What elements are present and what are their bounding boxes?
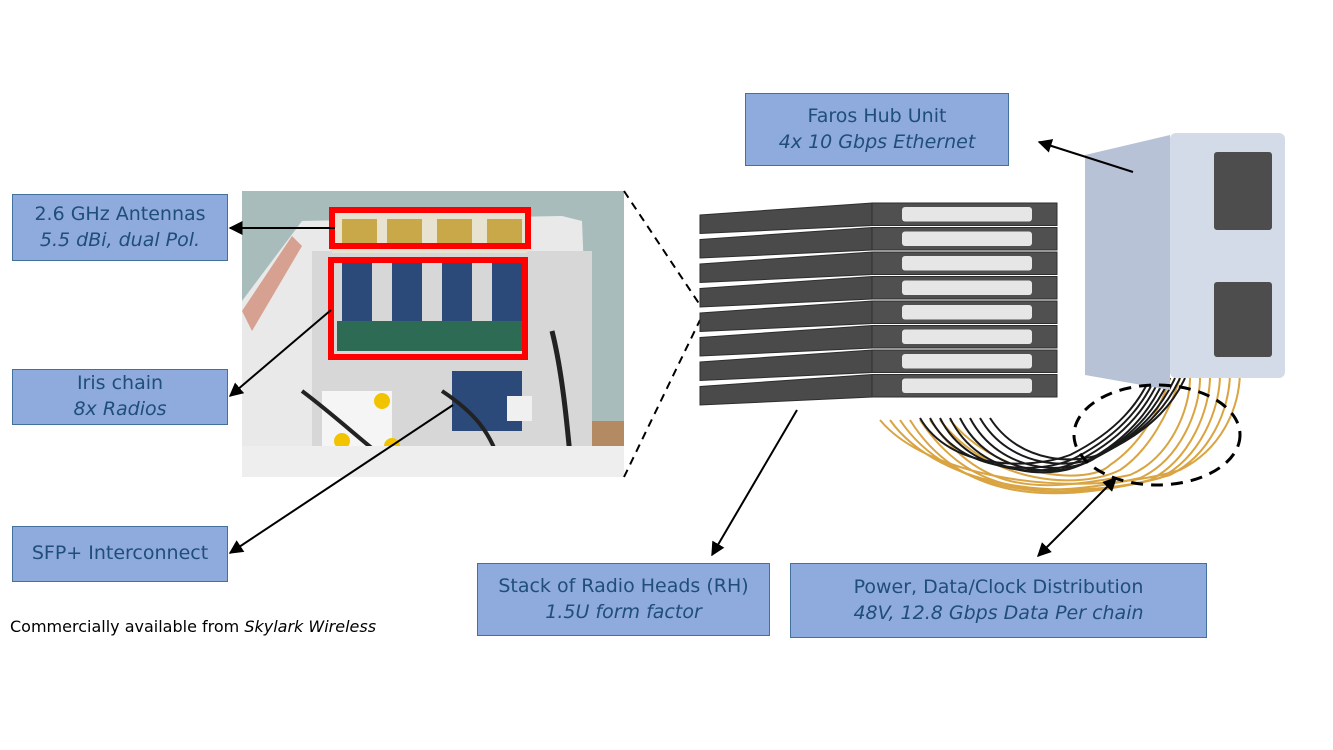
label-iris-chain: Iris chain 8x Radios — [12, 369, 228, 425]
label-antennas-title: 2.6 GHz Antennas — [34, 202, 206, 225]
label-radio-heads-title: Stack of Radio Heads (RH) — [498, 574, 749, 597]
radio-head-unit — [699, 349, 1058, 382]
label-iris-chain-subtitle: 8x Radios — [73, 398, 167, 420]
label-antennas-subtitle: 5.5 dBi, dual Pol. — [39, 228, 201, 251]
radio-head-front-panel — [902, 329, 1032, 344]
label-distribution: Power, Data/Clock Distribution 48V, 12.8… — [790, 563, 1207, 638]
iris-highlight-box — [328, 257, 528, 360]
arrow-iris-chain — [228, 309, 332, 397]
label-radio-heads-subtitle: 1.5U form factor — [545, 600, 702, 623]
label-faros-hub-subtitle: 4x 10 Gbps Ethernet — [778, 130, 976, 153]
label-faros-hub-title: Faros Hub Unit — [807, 104, 947, 127]
label-distribution-title: Power, Data/Clock Distribution — [853, 575, 1144, 598]
label-distribution-subtitle: 48V, 12.8 Gbps Data Per chain — [853, 601, 1144, 624]
radio-head-unit — [699, 300, 1058, 333]
radio-head-front-panel — [902, 378, 1032, 393]
radio-head-front-panel — [902, 256, 1032, 271]
footnote: Commercially available from Skylark Wire… — [10, 617, 376, 636]
arrow-radio-heads — [711, 409, 798, 557]
radio-head-front-panel — [902, 305, 1032, 320]
zoom-line-top — [623, 190, 701, 306]
arrow-distribution — [1037, 477, 1117, 557]
zoom-line-bottom — [623, 319, 701, 478]
footnote-vendor: Skylark Wireless — [244, 617, 377, 636]
arrow-sfp — [228, 404, 454, 554]
radio-head-front-panel — [902, 280, 1032, 295]
radio-head-front-panel — [902, 354, 1032, 369]
antenna-highlight-box — [329, 207, 531, 249]
faros-hub-unit — [1085, 133, 1285, 390]
arrow-faros-hub — [1037, 139, 1134, 173]
hub-module-bottom — [1214, 282, 1272, 357]
label-iris-chain-title: Iris chain — [76, 372, 164, 395]
label-sfp-interconnect: SFP+ Interconnect — [12, 526, 228, 582]
label-antennas: 2.6 GHz Antennas 5.5 dBi, dual Pol. — [12, 194, 228, 261]
radio-head-unit — [699, 226, 1058, 259]
radio-head-unit — [699, 202, 1058, 235]
label-radio-heads: Stack of Radio Heads (RH) 1.5U form fact… — [477, 563, 770, 636]
cable-highlight-ellipse — [1072, 383, 1242, 487]
radio-head-stack — [699, 202, 1058, 406]
hub-module-top — [1214, 152, 1272, 230]
radio-head-unit — [699, 251, 1058, 284]
radio-head-unit — [699, 324, 1058, 357]
chassis-photo-drawing — [242, 191, 624, 477]
label-sfp-title: SFP+ Interconnect — [31, 542, 209, 565]
chassis-photo — [242, 191, 624, 477]
radio-head-unit — [699, 275, 1058, 308]
radio-head-unit — [699, 373, 1058, 406]
radio-head-front-panel — [902, 231, 1032, 246]
footnote-prefix: Commercially available from — [10, 617, 245, 636]
radio-head-front-panel — [902, 207, 1032, 222]
label-faros-hub: Faros Hub Unit 4x 10 Gbps Ethernet — [745, 93, 1009, 166]
